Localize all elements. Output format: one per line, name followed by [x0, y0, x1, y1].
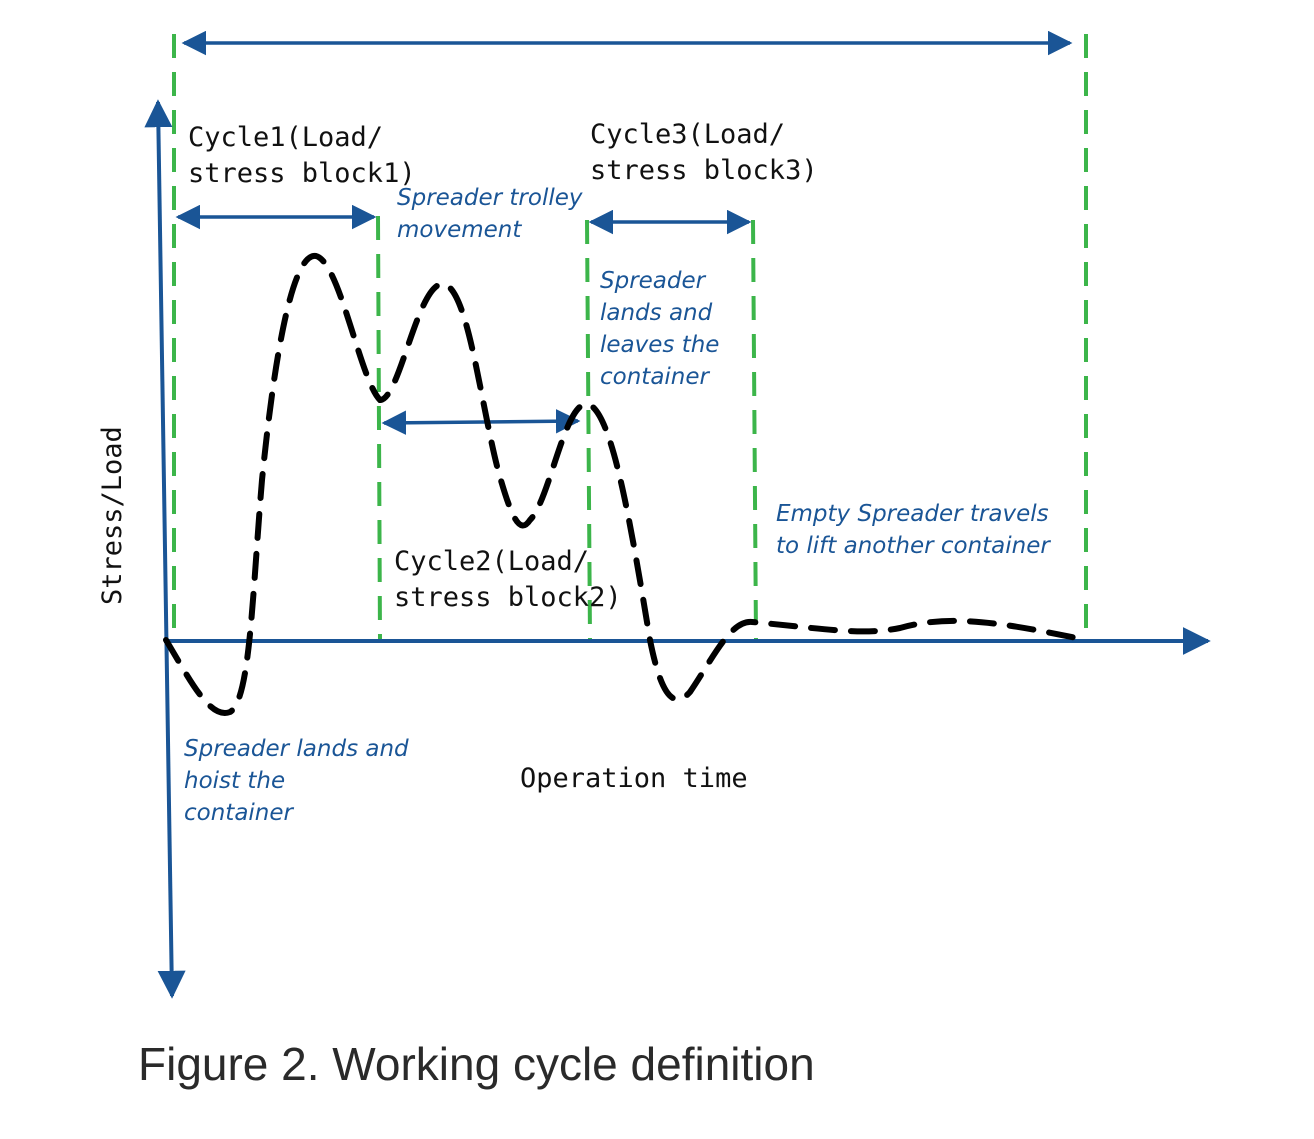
note-empty-travel: Empty Spreader travels to lift another c…	[776, 501, 1056, 559]
note-lands-hoist-line2: hoist the	[184, 768, 285, 794]
note-lands-leaves-line1: Spreader	[600, 268, 707, 294]
note-lands-leaves-line2: lands and	[600, 300, 713, 326]
axes	[144, 99, 1211, 999]
note-trolley: Spreader trolley movement	[397, 185, 590, 243]
cycle2-span-arrow	[381, 408, 581, 436]
note-lands-leaves-line3: leaves the	[600, 332, 719, 358]
divider-cycle2-end	[585, 219, 592, 641]
divider-cycle3-end	[751, 219, 758, 641]
cycle1-label-line2: stress block1)	[188, 158, 416, 189]
divider-cycle1-end	[376, 215, 382, 641]
cycle1-label-line1: Cycle1(Load/	[188, 122, 383, 153]
cycle1-label: Cycle1(Load/ stress block1)	[188, 122, 416, 189]
cycle2-label: Cycle2(Load/ stress block2)	[394, 546, 622, 613]
note-trolley-line2: movement	[397, 217, 522, 243]
stress-curve	[163, 253, 1089, 716]
figure-caption: Figure 2. Working cycle definition	[138, 1038, 815, 1090]
note-lands-leaves: Spreader lands and leaves the container	[600, 268, 727, 390]
note-trolley-line1: Spreader trolley	[397, 185, 583, 211]
note-lands-leaves-line4: container	[600, 364, 711, 390]
note-empty-travel-line2: to lift another container	[776, 533, 1051, 559]
cycle2-label-line1: Cycle2(Load/	[394, 546, 589, 577]
note-lands-hoist-line1: Spreader lands and	[184, 736, 409, 762]
note-empty-travel-line1: Empty Spreader travels	[776, 501, 1049, 527]
cycle3-label: Cycle3(Load/ stress block3)	[590, 119, 818, 186]
y-axis-label: Stress/Load	[97, 426, 128, 605]
x-axis-label: Operation time	[520, 763, 748, 794]
cycle3-label-line1: Cycle3(Load/	[590, 119, 785, 150]
note-lands-hoist: Spreader lands and hoist the container	[184, 736, 416, 826]
cycle2-label-line2: stress block2)	[394, 582, 622, 613]
y-axis	[144, 99, 186, 999]
note-lands-hoist-line3: container	[184, 800, 295, 826]
cycle3-label-line2: stress block3)	[590, 155, 818, 186]
span-arrows	[175, 30, 1073, 436]
